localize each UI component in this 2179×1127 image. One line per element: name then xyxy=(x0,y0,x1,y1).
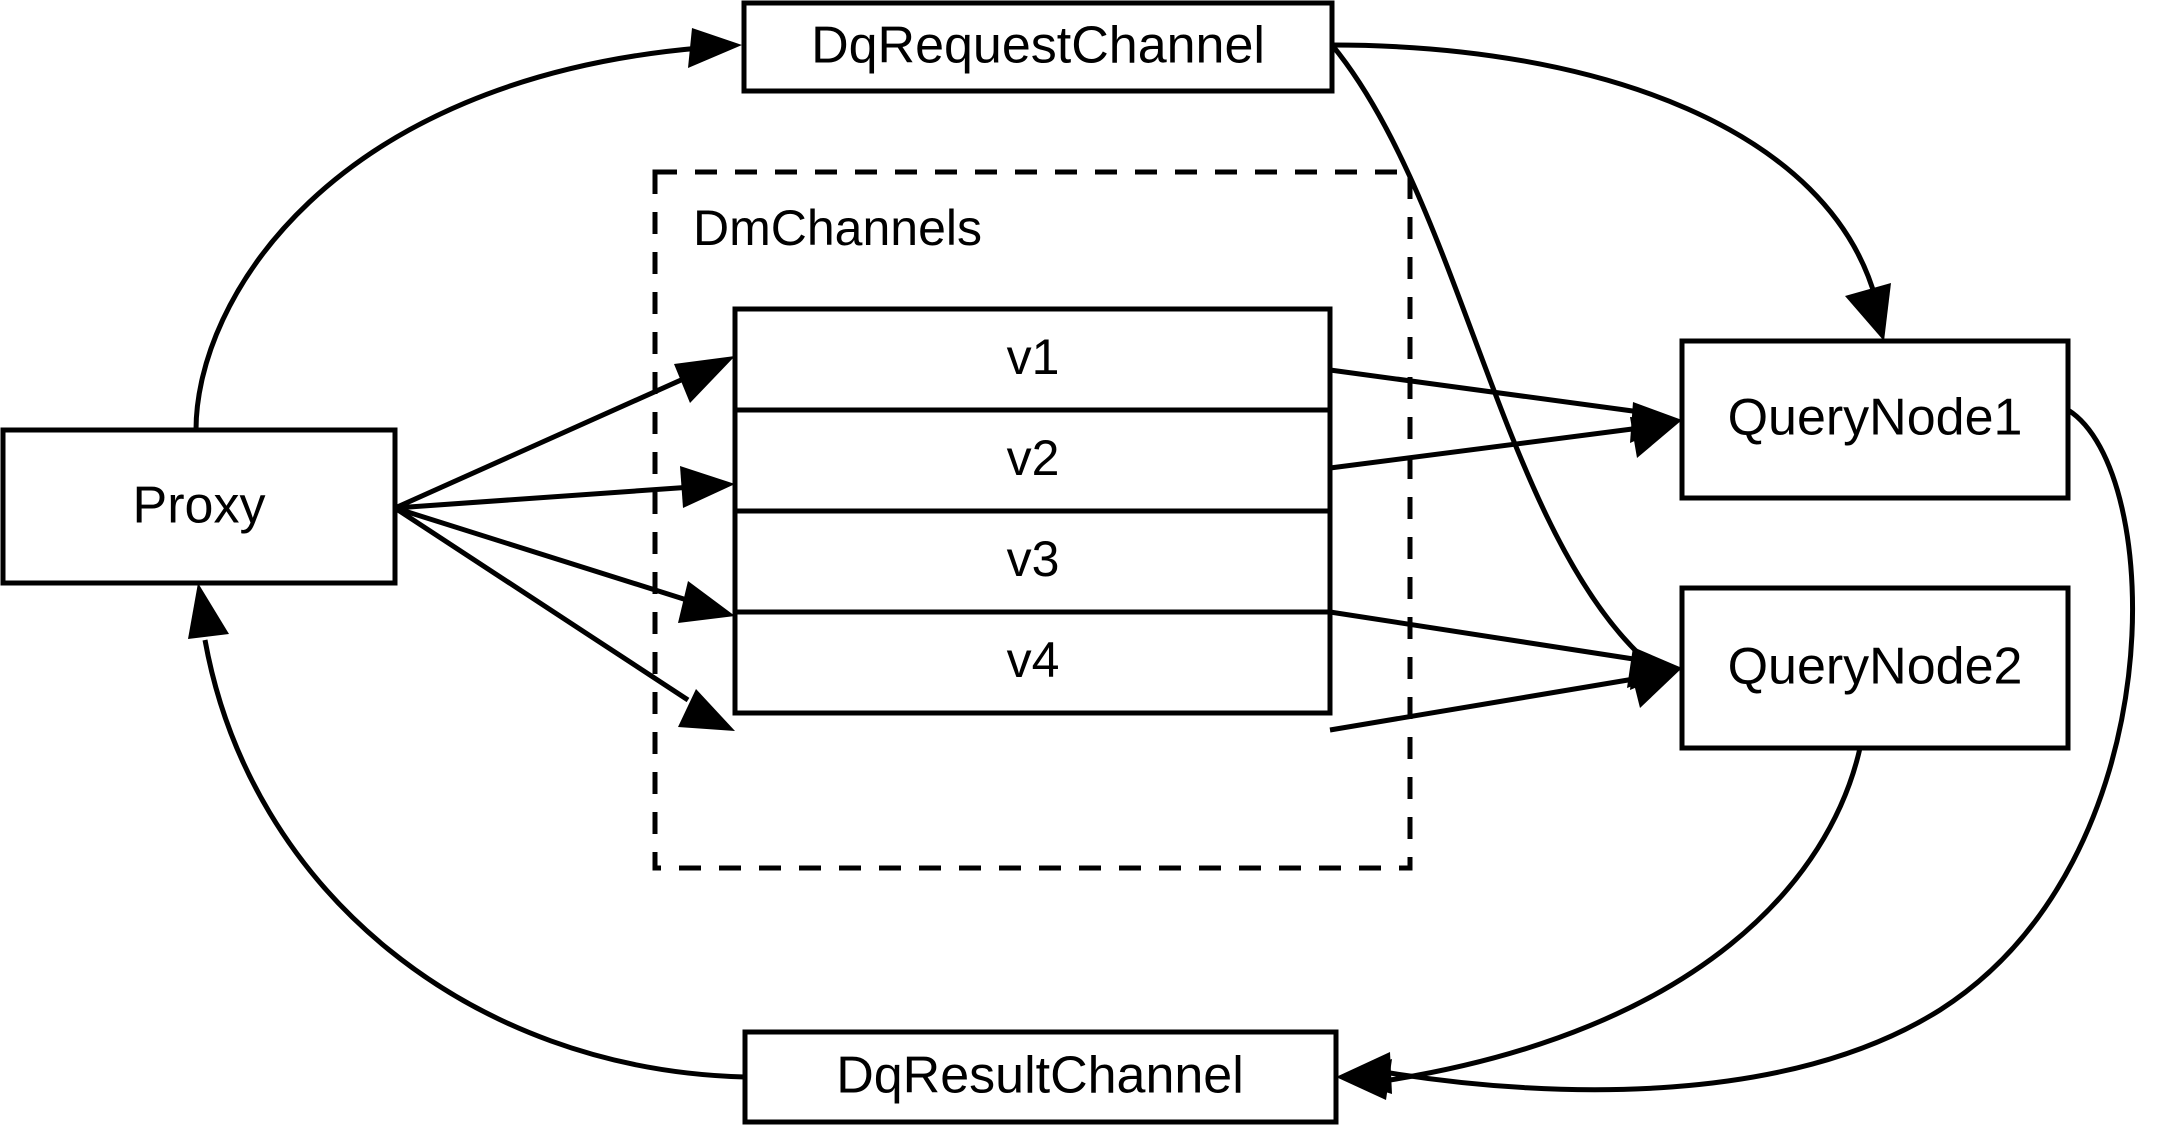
node-dq-result-channel[interactable]: DqResultChannel xyxy=(742,1029,1339,1125)
edge-path xyxy=(193,45,701,431)
row-label-v1: v1 xyxy=(1007,329,1060,385)
edge-query-node-1-to-dq-result-channel xyxy=(1336,407,2135,1094)
dm-channels-group-box xyxy=(652,169,1413,871)
edge-path xyxy=(393,373,692,511)
edge-path xyxy=(1329,609,1641,663)
edge-dq-result-channel-to-proxy xyxy=(188,583,746,1080)
arrowhead xyxy=(188,583,229,639)
node-dq-request-channel[interactable]: DqRequestChannel xyxy=(741,0,1335,94)
edge-query-node-2-to-dq-result-channel xyxy=(1336,747,1863,1100)
edge-path xyxy=(1330,43,1642,657)
edge-proxy-to-v1 xyxy=(393,356,735,511)
edge-path xyxy=(1329,675,1641,733)
row-box-v2[interactable] xyxy=(732,407,1333,514)
dq-result-channel-box[interactable] xyxy=(742,1029,1339,1125)
arrowhead xyxy=(688,28,742,68)
dm-channels-group-label: DmChannels xyxy=(693,200,982,256)
edge-proxy-to-v4 xyxy=(393,505,735,731)
edge-dq-request-channel-to-query-node-1 xyxy=(1331,42,1891,341)
row-label-v3: v3 xyxy=(1007,531,1060,587)
group-dm-channels: DmChannels xyxy=(652,169,1413,871)
edge-path xyxy=(1329,425,1641,471)
table-row-v1[interactable]: v1 xyxy=(732,306,1333,413)
arrowhead xyxy=(674,356,735,403)
edge-dq-request-channel-to-query-node-2 xyxy=(1330,43,1682,688)
edge-path xyxy=(1329,367,1641,415)
row-box-v4[interactable] xyxy=(732,609,1333,716)
arrowhead xyxy=(678,689,735,731)
dm-channels-row-table: v1 v2 v3 v4 xyxy=(732,306,1333,716)
arrowhead xyxy=(1630,668,1682,708)
edge-path xyxy=(1331,42,1879,301)
edge-path xyxy=(202,639,746,1080)
query-node-1-box[interactable] xyxy=(1679,338,2071,501)
edge-path xyxy=(394,484,693,511)
proxy-box[interactable] xyxy=(0,427,398,586)
proxy-label: Proxy xyxy=(133,477,266,535)
arrowhead xyxy=(1336,1059,1392,1100)
edge-v4-to-query-node-2 xyxy=(1329,668,1682,733)
node-proxy[interactable]: Proxy xyxy=(0,427,398,586)
table-row-v3[interactable]: v3 xyxy=(732,508,1333,615)
node-query-node-2[interactable]: QueryNode2 xyxy=(1679,585,2071,751)
query-node-2-box[interactable] xyxy=(1679,585,2071,751)
query-node-1-label: QueryNode1 xyxy=(1728,389,2023,447)
edge-v1-to-query-node-1 xyxy=(1329,367,1682,443)
edge-path xyxy=(393,505,690,703)
row-label-v4: v4 xyxy=(1007,632,1060,688)
edge-v2-to-query-node-1 xyxy=(1329,417,1682,471)
edge-proxy-to-v3 xyxy=(394,505,735,623)
table-row-v4[interactable]: v4 xyxy=(732,609,1333,716)
node-query-node-1[interactable]: QueryNode1 xyxy=(1679,338,2071,501)
edge-proxy-to-dq-request-channel xyxy=(193,28,742,431)
table-row-v2[interactable]: v2 xyxy=(732,407,1333,514)
edge-proxy-to-v2 xyxy=(394,466,735,511)
dq-request-channel-label: DqRequestChannel xyxy=(811,17,1265,75)
arrowhead xyxy=(680,466,735,508)
arrowhead xyxy=(678,581,735,623)
edge-path xyxy=(394,505,691,604)
arrowhead xyxy=(1630,417,1682,458)
arrowhead xyxy=(1845,283,1891,341)
query-node-2-label: QueryNode2 xyxy=(1728,638,2023,696)
dq-request-channel-box[interactable] xyxy=(741,0,1335,94)
edge-path xyxy=(1389,407,2135,1093)
edge-path xyxy=(1389,747,1863,1083)
row-label-v2: v2 xyxy=(1007,430,1060,486)
dq-result-channel-label: DqResultChannel xyxy=(836,1047,1244,1105)
